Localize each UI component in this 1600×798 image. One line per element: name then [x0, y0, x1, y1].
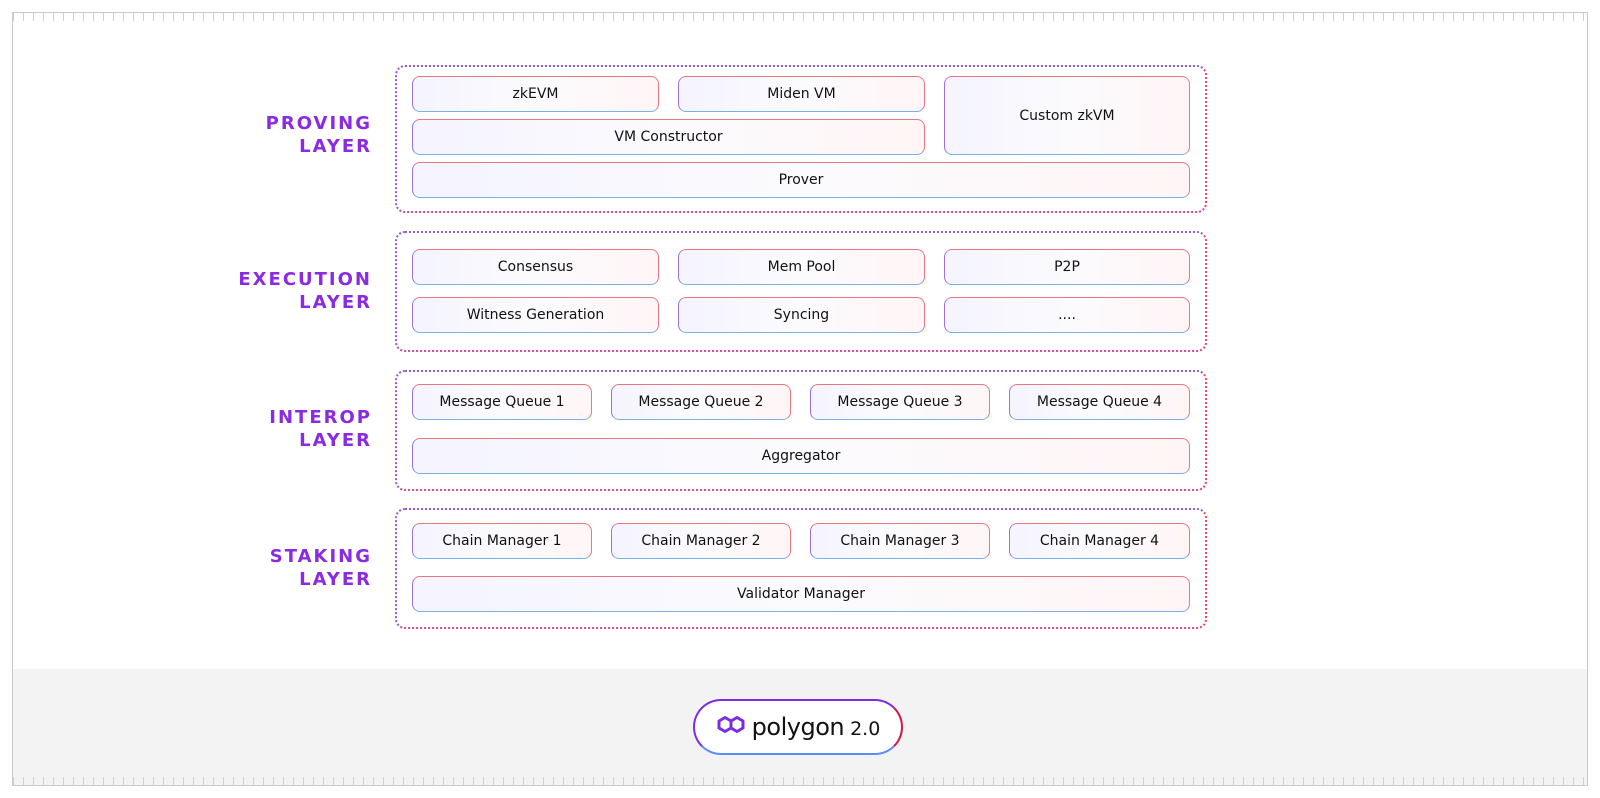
module-p2p: P2P: [944, 249, 1190, 285]
module-vm-constructor: VM Constructor: [412, 119, 925, 155]
bottom-ruler: [13, 777, 1587, 785]
polygon-brand-badge: polygon 2.0: [693, 699, 903, 755]
module-message-queue-1: Message Queue 1: [412, 384, 592, 420]
module-syncing: Syncing: [678, 297, 925, 333]
module-more: ....: [944, 297, 1190, 333]
module-chain-manager-3: Chain Manager 3: [810, 523, 990, 559]
interop-layer: [395, 370, 1207, 491]
module-mem-pool: Mem Pool: [678, 249, 925, 285]
module-witness-generation: Witness Generation: [412, 297, 659, 333]
module-message-queue-3: Message Queue 3: [810, 384, 990, 420]
module-aggregator: Aggregator: [412, 438, 1190, 474]
brand-version: 2.0: [850, 718, 881, 740]
interop-layer-label: INTEROP LAYER: [269, 407, 372, 451]
module-message-queue-4: Message Queue 4: [1009, 384, 1190, 420]
module-consensus: Consensus: [412, 249, 659, 285]
brand-name: polygon: [751, 713, 845, 741]
polygon-logo-icon: [716, 712, 746, 743]
module-custom-zkvm: Custom zkVM: [944, 76, 1190, 155]
proving-layer-label: PROVING LAYER: [265, 113, 372, 157]
module-prover: Prover: [412, 162, 1190, 198]
module-chain-manager-1: Chain Manager 1: [412, 523, 592, 559]
staking-layer: [395, 508, 1207, 629]
staking-layer-label: STAKING LAYER: [269, 546, 372, 590]
module-message-queue-2: Message Queue 2: [611, 384, 791, 420]
proving-layer: [395, 65, 1207, 213]
module-chain-manager-2: Chain Manager 2: [611, 523, 791, 559]
module-zkevm: zkEVM: [412, 76, 659, 112]
module-miden-vm: Miden VM: [678, 76, 925, 112]
execution-layer: [395, 231, 1207, 352]
execution-layer-label: EXECUTION LAYER: [238, 269, 372, 313]
module-validator-manager: Validator Manager: [412, 576, 1190, 612]
top-ruler: [13, 13, 1587, 21]
module-chain-manager-4: Chain Manager 4: [1009, 523, 1190, 559]
